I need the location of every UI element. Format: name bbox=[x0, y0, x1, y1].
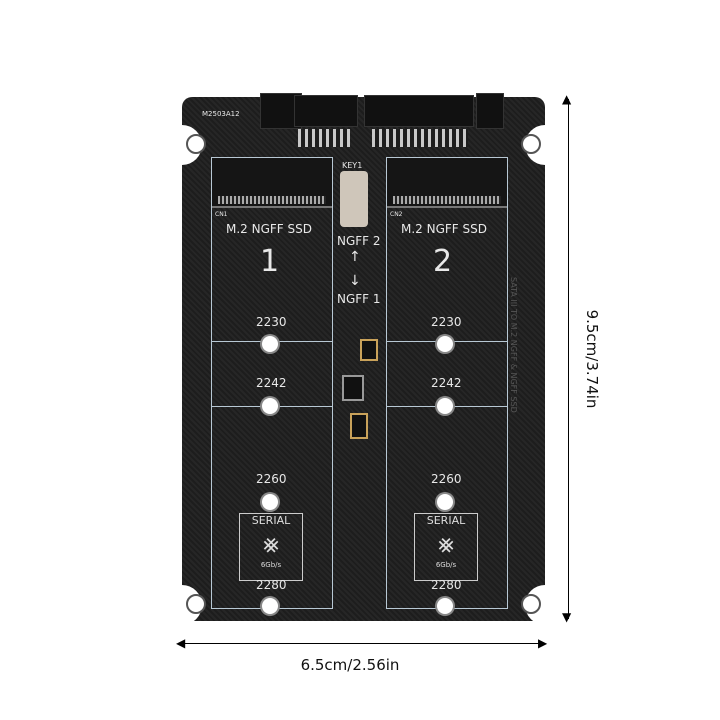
switch-label-upper: NGFF 2 bbox=[337, 234, 381, 248]
standoff-hole bbox=[262, 598, 278, 614]
board-code: M2503A12 bbox=[202, 110, 240, 118]
sata-pins bbox=[372, 129, 468, 147]
standoff-hole bbox=[437, 398, 453, 414]
m2-connector bbox=[212, 158, 332, 208]
m2-slot-2: CN2 M.2 NGFF SSD 2 2230 2242 2260 SERIAL… bbox=[386, 157, 508, 614]
standoff-hole bbox=[262, 336, 278, 352]
standoff-hole bbox=[437, 494, 453, 510]
m2-connector bbox=[387, 158, 507, 208]
size-label: 2280 bbox=[431, 578, 462, 592]
slot-number: 2 bbox=[433, 244, 453, 279]
arrow-up-icon: ↑ bbox=[349, 249, 361, 265]
logo-speed: 6Gb/s bbox=[435, 561, 457, 569]
logo-text: SERIAL bbox=[251, 514, 291, 527]
size-label: 2230 bbox=[256, 315, 287, 329]
width-dimension-line bbox=[180, 643, 544, 644]
adapter-board: M2503A12 CN1 M.2 NGFF SSD 1 2230 2242 22… bbox=[180, 93, 547, 625]
m2-slot-1: CN1 M.2 NGFF SSD 1 2230 2242 2260 SERIAL… bbox=[211, 157, 333, 614]
sata-ear bbox=[476, 93, 504, 129]
sata-power-connector bbox=[294, 95, 358, 127]
switch-ref: KEY1 bbox=[342, 161, 363, 170]
size-label: 2260 bbox=[256, 472, 287, 486]
sata-pins bbox=[298, 129, 350, 147]
arrow-left-icon: ◀ bbox=[176, 636, 186, 650]
height-label: 9.5cm/3.74in bbox=[583, 309, 601, 409]
slot-ref: CN1 bbox=[215, 211, 228, 218]
standoff-hole bbox=[262, 494, 278, 510]
arrow-down-icon: ↓ bbox=[349, 273, 361, 289]
size-label: 2242 bbox=[431, 376, 462, 390]
mount-hole bbox=[186, 134, 206, 154]
size-label: 2242 bbox=[256, 376, 287, 390]
width-label: 6.5cm/2.56in bbox=[300, 656, 400, 674]
arrow-up-icon: ▲ bbox=[562, 92, 572, 106]
height-dimension-line bbox=[568, 99, 569, 619]
selector-switch[interactable] bbox=[340, 171, 368, 227]
slot-title: M.2 NGFF SSD bbox=[226, 222, 312, 236]
arrow-right-icon: ▶ bbox=[538, 636, 548, 650]
logo-speed: 6Gb/s bbox=[260, 561, 282, 569]
size-label: 2230 bbox=[431, 315, 462, 329]
inductor bbox=[342, 375, 364, 401]
sata-logo: SERIAL ⨳ 6Gb/s bbox=[239, 513, 303, 581]
slot-title: M.2 NGFF SSD bbox=[401, 222, 487, 236]
mount-hole bbox=[186, 594, 206, 614]
standoff-hole bbox=[262, 398, 278, 414]
mount-hole bbox=[521, 594, 541, 614]
slot-ref: CN2 bbox=[390, 211, 403, 218]
standoff-hole bbox=[437, 336, 453, 352]
sata-logo: SERIAL ⨳ 6Gb/s bbox=[414, 513, 478, 581]
switch-label-lower: NGFF 1 bbox=[337, 292, 381, 306]
capacitor bbox=[350, 413, 368, 439]
sata-data-connector bbox=[364, 95, 474, 127]
size-label: 2260 bbox=[431, 472, 462, 486]
mount-hole bbox=[521, 134, 541, 154]
slot-number: 1 bbox=[260, 244, 280, 279]
logo-text: SERIAL bbox=[426, 514, 466, 527]
side-print: SATA III TO M.2 NGFF & NGFF SSD bbox=[509, 277, 518, 413]
standoff-hole bbox=[437, 598, 453, 614]
capacitor bbox=[360, 339, 378, 361]
arrow-down-icon: ▼ bbox=[562, 610, 572, 624]
size-label: 2280 bbox=[256, 578, 287, 592]
